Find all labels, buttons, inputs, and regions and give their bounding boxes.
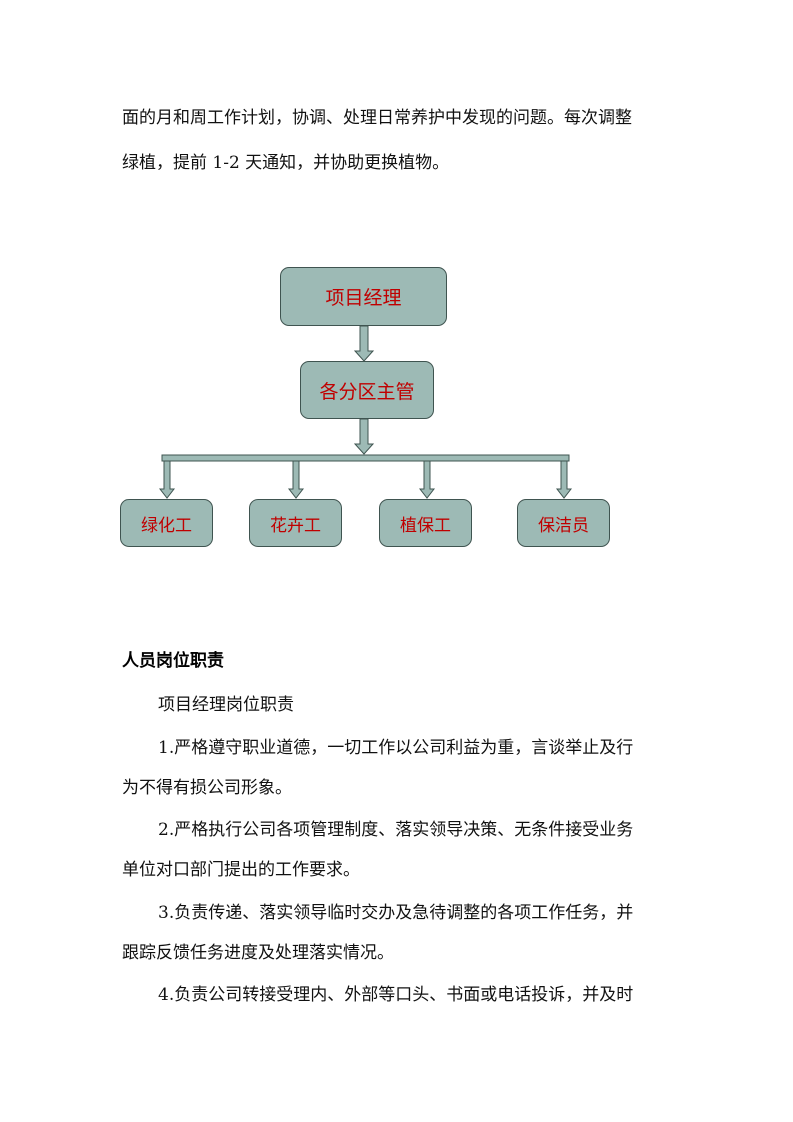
org-box-project-manager: 项目经理: [280, 267, 447, 326]
duty-item-3-line-2: 跟踪反馈任务进度及处理落实情况。: [122, 943, 394, 963]
org-chart-connectors: [158, 325, 573, 499]
intro-line-1: 面的月和周工作计划，协调、处理日常养护中发现的问题。每次调整: [122, 108, 632, 128]
duty-item-4-line-1: 4.负责公司转接受理内、外部等口头、书面或电话投诉，并及时: [158, 985, 634, 1005]
intro-line-2: 绿植，提前 1-2 天通知，并协助更换植物。: [122, 153, 450, 173]
arrow-to-child-2: [287, 460, 305, 499]
org-chart-bus: [161, 454, 570, 462]
org-box-child-3: 植保工: [379, 499, 472, 547]
arrow-top-to-middle: [353, 325, 375, 362]
section-subheading: 项目经理岗位职责: [158, 695, 294, 715]
arrow-to-child-4: [555, 460, 573, 499]
duty-item-1-line-1: 1.严格遵守职业道德，一切工作以公司利益为重，言谈举止及行: [158, 738, 634, 758]
section-heading: 人员岗位职责: [122, 651, 224, 671]
arrow-to-child-1: [158, 460, 176, 499]
duty-item-1-line-2: 为不得有损公司形象。: [122, 778, 292, 798]
arrow-to-child-3: [418, 460, 436, 499]
arrow-middle-to-bus: [353, 418, 375, 455]
duty-item-3-line-1: 3.负责传递、落实领导临时交办及急待调整的各项工作任务，并: [158, 903, 634, 923]
org-box-child-1: 绿化工: [120, 499, 213, 547]
duty-item-2-line-2: 单位对口部门提出的工作要求。: [122, 860, 360, 880]
org-box-child-2: 花卉工: [249, 499, 342, 547]
duty-item-2-line-1: 2.严格执行公司各项管理制度、落实领导决策、无条件接受业务: [158, 820, 634, 840]
org-box-child-4: 保洁员: [517, 499, 610, 547]
org-box-zone-supervisor: 各分区主管: [300, 361, 434, 419]
